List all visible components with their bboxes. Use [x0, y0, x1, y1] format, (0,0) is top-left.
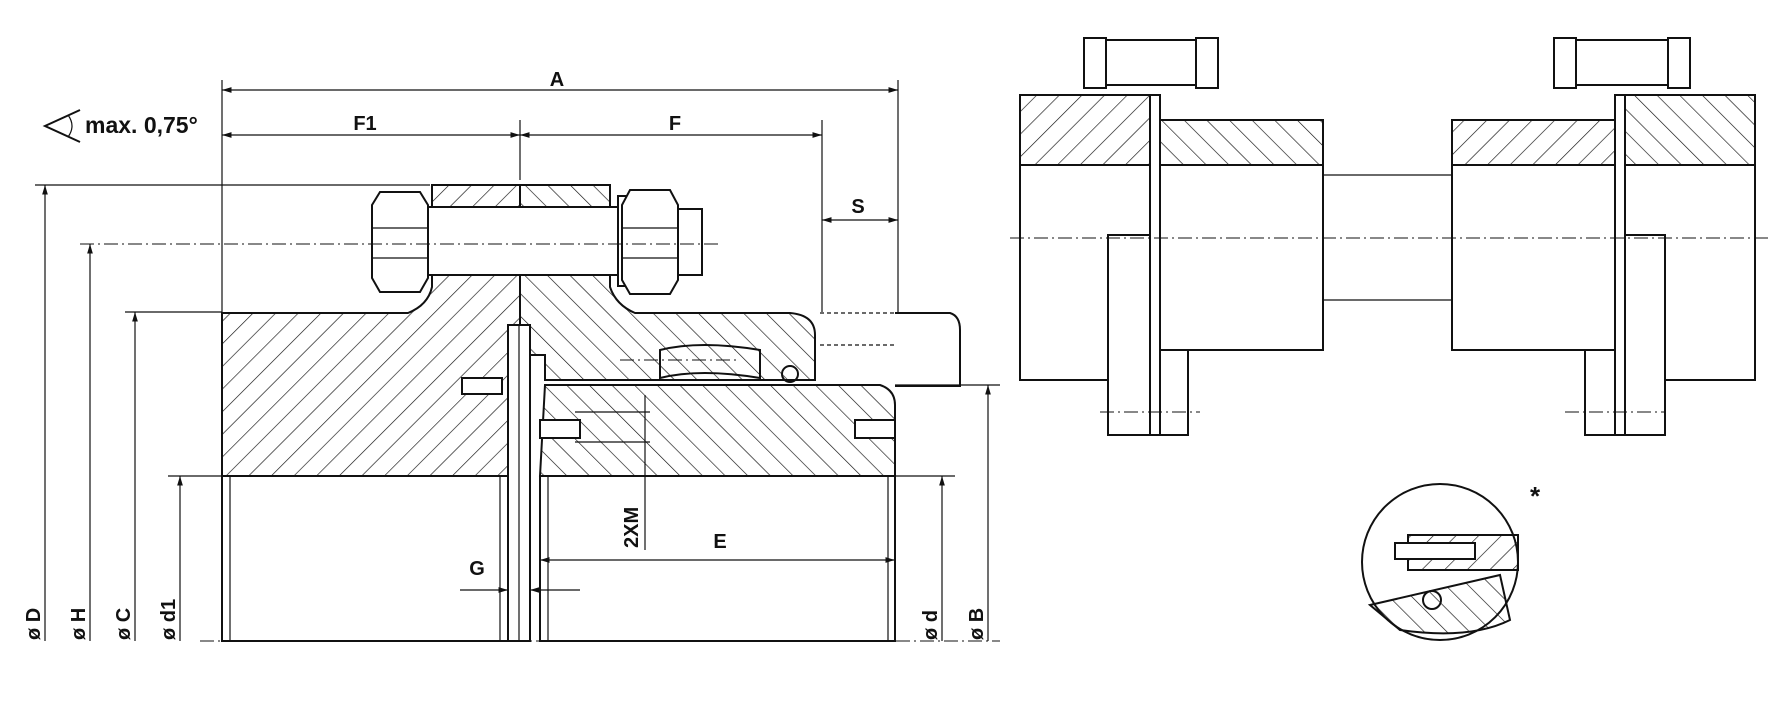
dim-2xm-label: 2XM — [621, 507, 643, 548]
dim-s-label: S — [851, 196, 864, 218]
dim-f-label: F — [669, 113, 681, 135]
dimension-lines — [35, 80, 1000, 641]
left-bore — [221, 475, 509, 642]
o-ring — [781, 365, 799, 383]
dim-d-outer-label: ø D — [23, 608, 45, 640]
dim-h-label: ø H — [68, 608, 90, 640]
dim-g-label: G — [469, 558, 485, 580]
main-section-view — [80, 184, 1000, 642]
dim-d1-label: ø d1 — [158, 599, 180, 640]
right-bore — [539, 475, 896, 642]
dim-d-bore-label: ø d — [920, 610, 942, 640]
dim-b-label: ø B — [966, 608, 988, 640]
dim-f1-label: F1 — [353, 113, 376, 135]
assembly-view — [1010, 37, 1770, 436]
angle-label: max. 0,75° — [85, 112, 198, 138]
bolt-assembly — [371, 189, 703, 295]
gear-teeth — [659, 344, 761, 380]
dim-e-label: E — [713, 531, 726, 553]
dim-c-label: ø C — [113, 608, 135, 640]
dim-a-label: A — [550, 69, 564, 91]
detail-marker: * — [1530, 481, 1541, 511]
right-hub-section — [538, 384, 896, 477]
detail-view — [1361, 483, 1519, 641]
